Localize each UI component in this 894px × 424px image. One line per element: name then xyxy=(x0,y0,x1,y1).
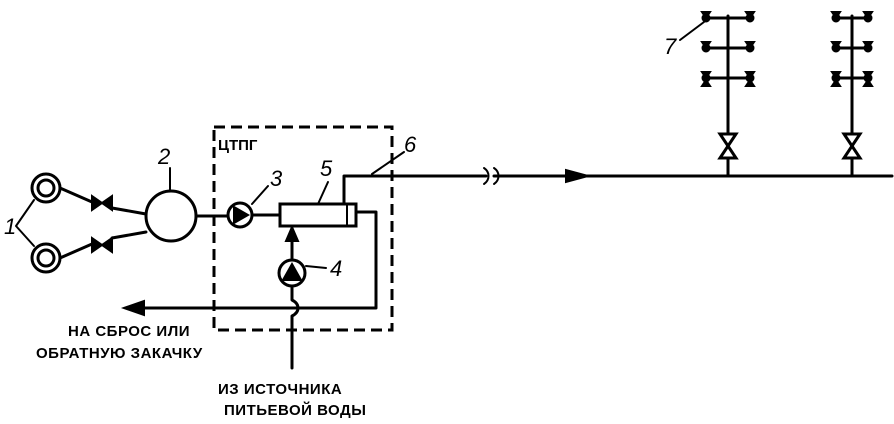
label-heat-exchanger: 5 xyxy=(320,156,333,181)
discharge-caption-line2: ОБРАТНУЮ ЗАКАЧКУ xyxy=(36,345,203,362)
tap-leader xyxy=(679,21,705,41)
source-pipe xyxy=(290,284,300,370)
source-caption-line2: ПИТЬЕВОЙ ВОДЫ xyxy=(224,401,366,419)
label-pump-source: 4 xyxy=(330,256,342,281)
discharge-pipe xyxy=(138,210,378,310)
label-main-line: 6 xyxy=(404,132,417,157)
riser-left-taps xyxy=(700,11,756,87)
exchanger-outlet-pipe xyxy=(342,174,488,206)
well-pipes xyxy=(58,186,148,260)
wells-leader-lines xyxy=(15,199,35,247)
label-tap: 7 xyxy=(664,34,677,59)
riser-arrow xyxy=(284,224,300,242)
riser-left xyxy=(679,11,756,178)
source-caption-line1: ИЗ ИСТОЧНИКА xyxy=(218,381,342,398)
riser-left-valve xyxy=(717,132,739,160)
ctpg-label: ЦТПГ xyxy=(218,137,258,154)
wells xyxy=(15,172,62,274)
well-lower xyxy=(30,242,62,274)
label-pump-main: 3 xyxy=(270,166,283,191)
main-line-leader xyxy=(371,151,405,175)
label-separator: 2 xyxy=(157,144,170,169)
pump-source xyxy=(277,258,307,288)
discharge-arrow xyxy=(120,299,145,317)
riser-right xyxy=(830,11,874,178)
ctpg-box xyxy=(212,125,394,332)
riser-right-valve xyxy=(841,132,863,160)
valve-upper xyxy=(91,194,113,212)
label-wells: 1 xyxy=(4,214,16,239)
pump-main xyxy=(226,201,254,229)
main-line xyxy=(371,151,894,185)
discharge-caption-line1: НА СБРОС ИЛИ xyxy=(68,323,190,340)
heat-exchanger xyxy=(278,202,358,228)
valve-lower xyxy=(91,236,113,254)
well-upper xyxy=(30,172,62,204)
riser-right-taps xyxy=(830,11,874,87)
leader-lines xyxy=(169,167,329,269)
separator xyxy=(144,189,198,243)
